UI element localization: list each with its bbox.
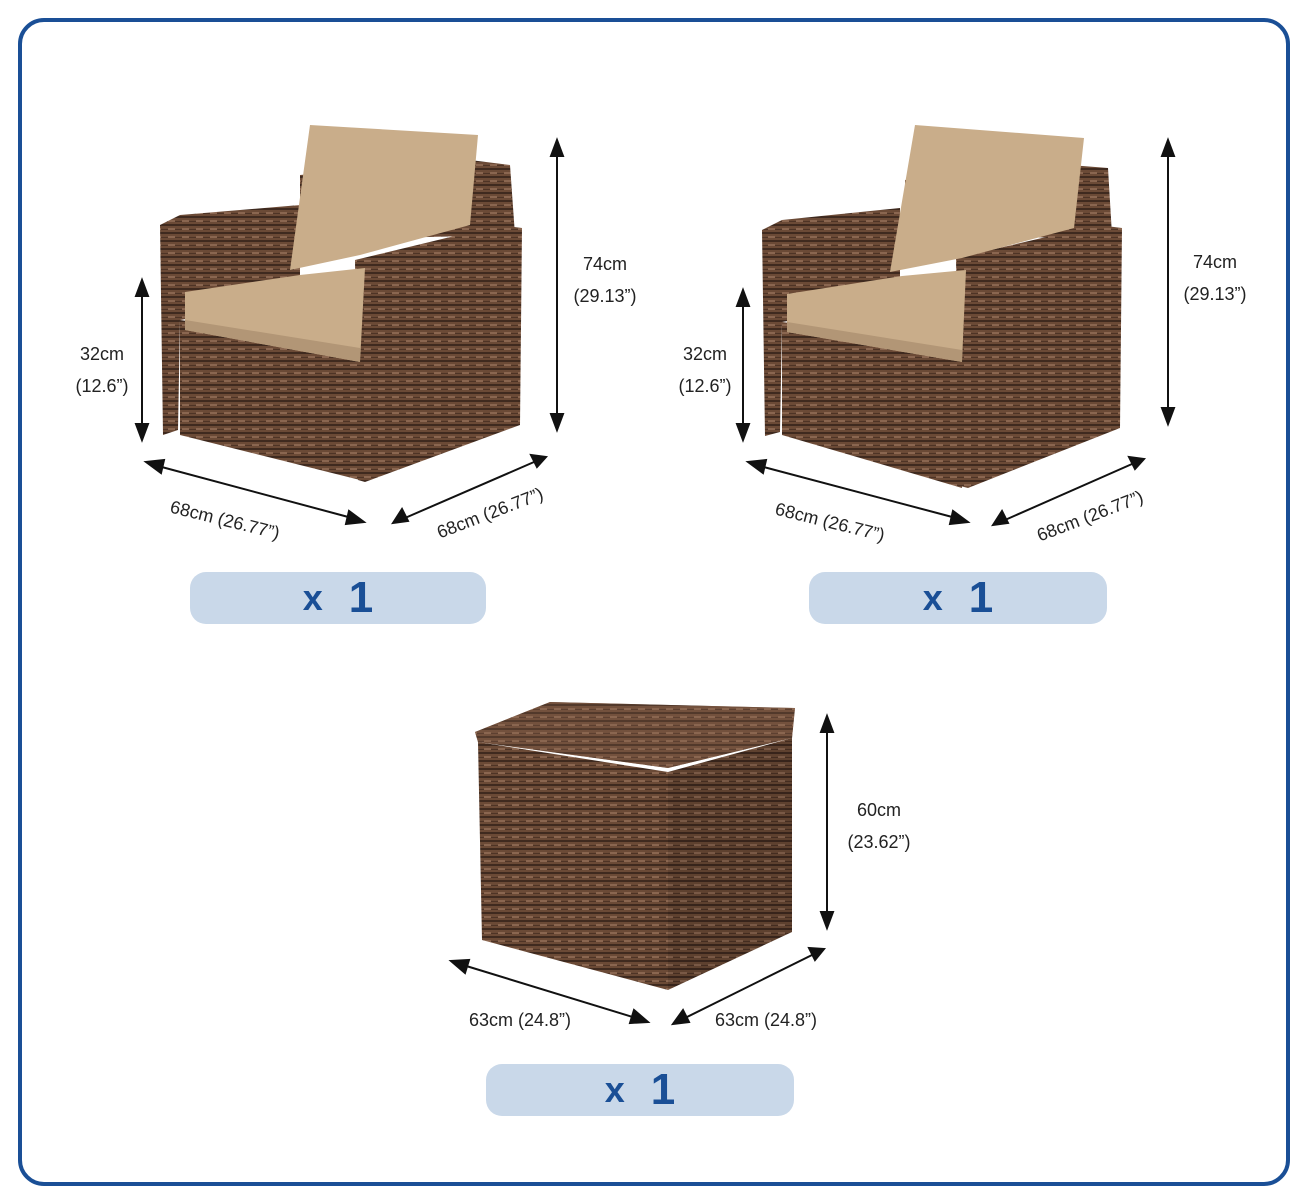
chair-2-seat-label: 32cm (12.6”) bbox=[665, 338, 745, 402]
chair-2-qty-number: 1 bbox=[968, 573, 994, 622]
chair-2-qty-x: x bbox=[922, 577, 943, 618]
chair-1-seat-label: 32cm (12.6”) bbox=[62, 338, 142, 402]
table-depth-label: 63cm (24.8”) bbox=[714, 1010, 818, 1030]
table-qty-number: 1 bbox=[650, 1065, 676, 1114]
table-height-in: (23.62”) bbox=[847, 832, 911, 852]
table-height-label: 60cm (23.62”) bbox=[834, 794, 924, 858]
chair-1-height-cm: 74cm bbox=[582, 254, 627, 274]
chair-1-height-label: 74cm (29.13”) bbox=[565, 248, 645, 312]
chair-2-seat-in: (12.6”) bbox=[678, 376, 732, 396]
table-height-cm: 60cm bbox=[856, 800, 901, 820]
table-qty-x: x bbox=[604, 1069, 625, 1110]
chair-2-height-label: 74cm (29.13”) bbox=[1175, 246, 1255, 310]
table-width-label: 63cm (24.8”) bbox=[468, 1010, 572, 1030]
chair-1-quantity-badge: x 1 bbox=[190, 572, 486, 624]
chair-1-qty-number: 1 bbox=[348, 573, 374, 622]
chair-1-height-in: (29.13”) bbox=[573, 286, 637, 306]
table-illustration bbox=[448, 702, 835, 1026]
chair-1-seat-cm: 32cm bbox=[79, 344, 124, 364]
chair-2-seat-cm: 32cm bbox=[682, 344, 727, 364]
chair-2-quantity-badge: x 1 bbox=[809, 572, 1107, 624]
chair-1-seat-in: (12.6”) bbox=[75, 376, 129, 396]
chair-2-illustration bbox=[735, 125, 1176, 527]
chair-2-height-cm: 74cm bbox=[1192, 252, 1237, 272]
table-group: 60cm (23.62”) 63cm (24.8”) 63cm (24.8”) bbox=[400, 640, 960, 1060]
chair-2-group: 74cm (29.13”) 32cm (12.6”) 68cm (26.77”)… bbox=[600, 0, 1300, 640]
chair-1-illustration bbox=[134, 125, 565, 526]
chair-1-qty-x: x bbox=[302, 577, 323, 618]
table-quantity-badge: x 1 bbox=[486, 1064, 794, 1116]
chair-2-height-in: (29.13”) bbox=[1183, 284, 1247, 304]
chair-1-group: 74cm (29.13”) 32cm (12.6”) 68cm (26.77”)… bbox=[0, 0, 650, 640]
